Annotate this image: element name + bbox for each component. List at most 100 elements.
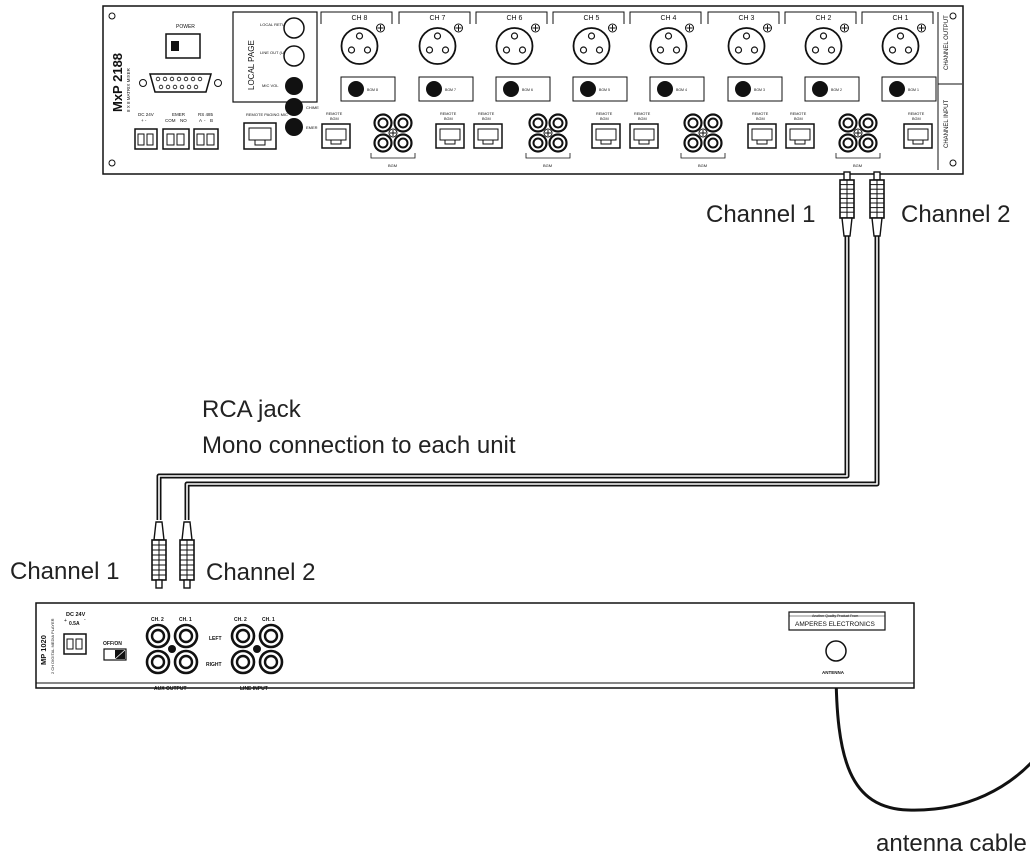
xlr-output-jack — [418, 23, 463, 65]
svg-text:BGM: BGM — [794, 117, 803, 121]
local-page-label: LOCAL PAGE — [247, 40, 256, 90]
svg-text:BGM: BGM — [638, 117, 647, 121]
brand-name: AMPERES ELECTRONICS — [795, 621, 875, 628]
antenna-cable — [834, 665, 1030, 812]
power-label: POWER — [176, 24, 195, 30]
rca-plugs — [151, 171, 885, 589]
player-subtitle: 2 CH DIGITAL MEDIA PLAYER — [50, 618, 55, 674]
mixer-panel: MxP 2188 8 X 8 MATRIX MIXER POWER DC 24V… — [102, 5, 964, 175]
svg-text:BGM: BGM — [600, 117, 609, 121]
bgm-pot-label: BGM 4 — [676, 88, 687, 92]
svg-text:BGM: BGM — [444, 117, 453, 121]
power-toggle[interactable] — [103, 648, 127, 661]
brand-small: Another Quality Product From — [812, 614, 858, 618]
xlr-output-jack — [649, 23, 694, 65]
remote-paging-mic-label: REMOTE PAGING MIC — [246, 112, 288, 117]
xlr-output-jack — [727, 23, 772, 65]
chime-label: CHIME — [306, 105, 319, 110]
svg-text:REMOTE: REMOTE — [478, 112, 495, 116]
bgm-pot-label: BGM 6 — [522, 88, 533, 92]
bgm-knob — [735, 81, 751, 97]
emer-knob-label: EMER — [306, 125, 318, 130]
bgm-pot-label: BGM 7 — [445, 88, 456, 92]
bgm-knob — [889, 81, 905, 97]
emer-knob — [285, 118, 303, 136]
rs485-b: B — [210, 118, 213, 123]
svg-text:REMOTE: REMOTE — [908, 112, 925, 116]
channel-label: CH 2 — [816, 15, 832, 22]
channel-output-label: CHANNEL OUTPUT — [944, 15, 950, 70]
rca-plug — [869, 171, 885, 237]
mixer-subtitle: 8 X 8 MATRIX MIXER — [126, 67, 131, 112]
emer-terminal — [162, 128, 190, 150]
line-out-jack — [283, 45, 305, 67]
mixer-model: MxP 2188 — [110, 53, 125, 112]
rca-plug — [151, 521, 167, 589]
rca-input-quad — [838, 113, 878, 153]
db15-connector — [139, 73, 222, 93]
rca-jack-label: RCA jack — [202, 396, 301, 423]
rca-input-quad — [683, 113, 723, 153]
svg-text:REMOTE: REMOTE — [790, 112, 807, 116]
channel-label: CH 4 — [661, 15, 677, 22]
svg-text:BGM: BGM — [756, 117, 765, 121]
rs485-terminal — [193, 128, 219, 150]
svg-text:BGM: BGM — [482, 117, 491, 121]
bgm-knob — [812, 81, 828, 97]
svg-text:REMOTE: REMOTE — [326, 112, 343, 116]
aux-output-label: AUX OUTPUT — [154, 686, 187, 692]
left-label: LEFT — [209, 636, 222, 642]
bgm-pot-label: BGM 2 — [831, 88, 842, 92]
com-label: COM — [165, 118, 176, 123]
channel-label: CH 3 — [739, 15, 755, 22]
remote-paging-mic-port — [243, 122, 277, 150]
bgm-knob — [503, 81, 519, 97]
player-rca-quad — [230, 623, 284, 675]
svg-text:REMOTE: REMOTE — [634, 112, 651, 116]
line-ch2-label: CH. 2 — [234, 617, 247, 623]
bottom-channel-2-label: Channel 2 — [206, 559, 316, 586]
brand-badge — [788, 611, 886, 631]
xlr-output-jack — [804, 23, 849, 65]
channel-input-label: CHANNEL INPUT — [944, 100, 950, 148]
bgm-pot-label: BGM 1 — [908, 88, 919, 92]
bgm-group-label: BGM — [388, 163, 397, 168]
svg-text:REMOTE: REMOTE — [440, 112, 457, 116]
bgm-knob — [580, 81, 596, 97]
rca-input-quad — [373, 113, 413, 153]
local-return-jack — [283, 17, 305, 39]
dc24v-label: DC 24V — [138, 112, 154, 117]
svg-text:REMOTE: REMOTE — [752, 112, 769, 116]
bgm-knob — [426, 81, 442, 97]
svg-text:-: - — [204, 118, 206, 123]
channel-label: CH 1 — [893, 15, 909, 22]
player-rca-quad — [145, 623, 199, 675]
line-input-label: LINE INPUT — [240, 686, 268, 692]
bgm-pot-label: BGM 3 — [754, 88, 765, 92]
line-ch1-label: CH. 1 — [262, 617, 275, 623]
svg-text:+ -: + - — [141, 118, 147, 123]
line-out-label: LINE OUT (UNBAL) — [260, 50, 296, 55]
svg-text:REMOTE: REMOTE — [596, 112, 613, 116]
aux-ch1-label: CH. 1 — [179, 617, 192, 623]
rca-plug — [179, 521, 195, 589]
right-label: RIGHT — [206, 662, 222, 668]
aux-ch2-label: CH. 2 — [151, 617, 164, 623]
svg-text:+: + — [64, 618, 67, 624]
player-jacks — [145, 623, 284, 675]
bgm-group-label: BGM — [853, 163, 862, 168]
channel-label: CH 7 — [430, 15, 446, 22]
bgm-pot-label: BGM 5 — [599, 88, 610, 92]
off-on-label: OFF/ON — [103, 641, 122, 647]
player-dc-terminal — [63, 633, 87, 655]
top-channel-1-label: Channel 1 — [706, 201, 816, 228]
rca-plug — [839, 171, 855, 237]
